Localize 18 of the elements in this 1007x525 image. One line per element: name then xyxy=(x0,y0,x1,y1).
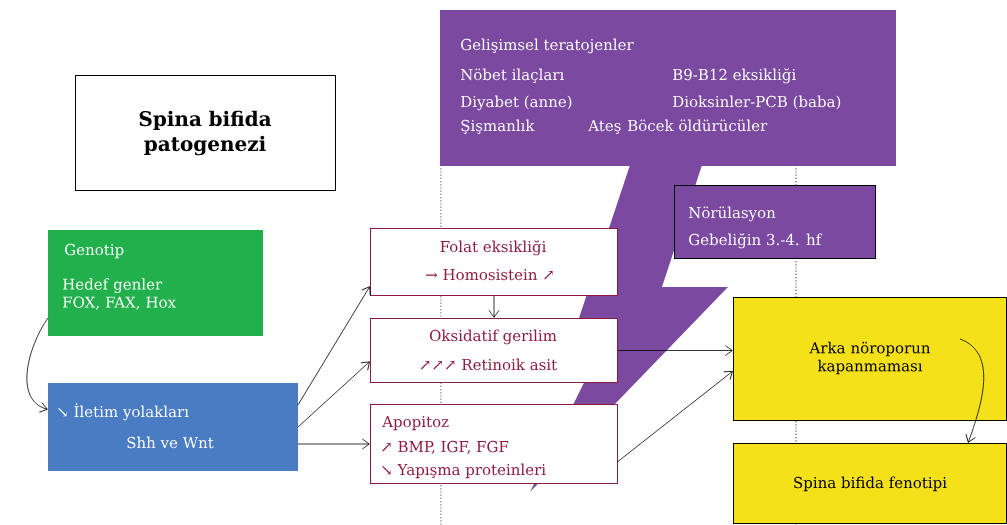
info-box: Nörülasyon Gebeliğin 3.-4. hf xyxy=(674,185,876,259)
outcome-box: Spina bifida fenotipi xyxy=(733,443,1007,524)
arrow xyxy=(959,338,985,443)
arrow xyxy=(617,371,733,462)
process-box: Apopitoz ↗ BMP, IGF, FGF ↘ Yapışma proteinleri xyxy=(370,404,618,484)
arrow xyxy=(297,286,371,406)
arrow xyxy=(617,345,733,356)
process-box: Genotip Hedef genler FOX, FAX, Hox xyxy=(48,230,263,336)
process-box: Folat eksikliği → Homosistein ↗ xyxy=(370,228,618,296)
process-box: Oksidatif gerilim ↗↗↗ Retinoik asit xyxy=(370,318,618,383)
arrow xyxy=(488,295,500,318)
arrow xyxy=(297,438,370,450)
process-box: ↘ İletim yolakları Shh ve Wnt xyxy=(48,383,298,471)
outcome-box: Arka nöroporun kapanmaması xyxy=(733,297,1007,421)
title-box: Spina bifida patogenezi xyxy=(75,75,336,191)
arrow xyxy=(297,361,370,428)
info-box: Gelişimsel teratojenler Nöbet ilaçları B9-B12 eksikliği Diyabet (anne) Dioksinler-PCB (baba) Şişmanlık Ateş Böcek öldürücüler xyxy=(440,10,896,166)
arrow xyxy=(26,317,49,413)
